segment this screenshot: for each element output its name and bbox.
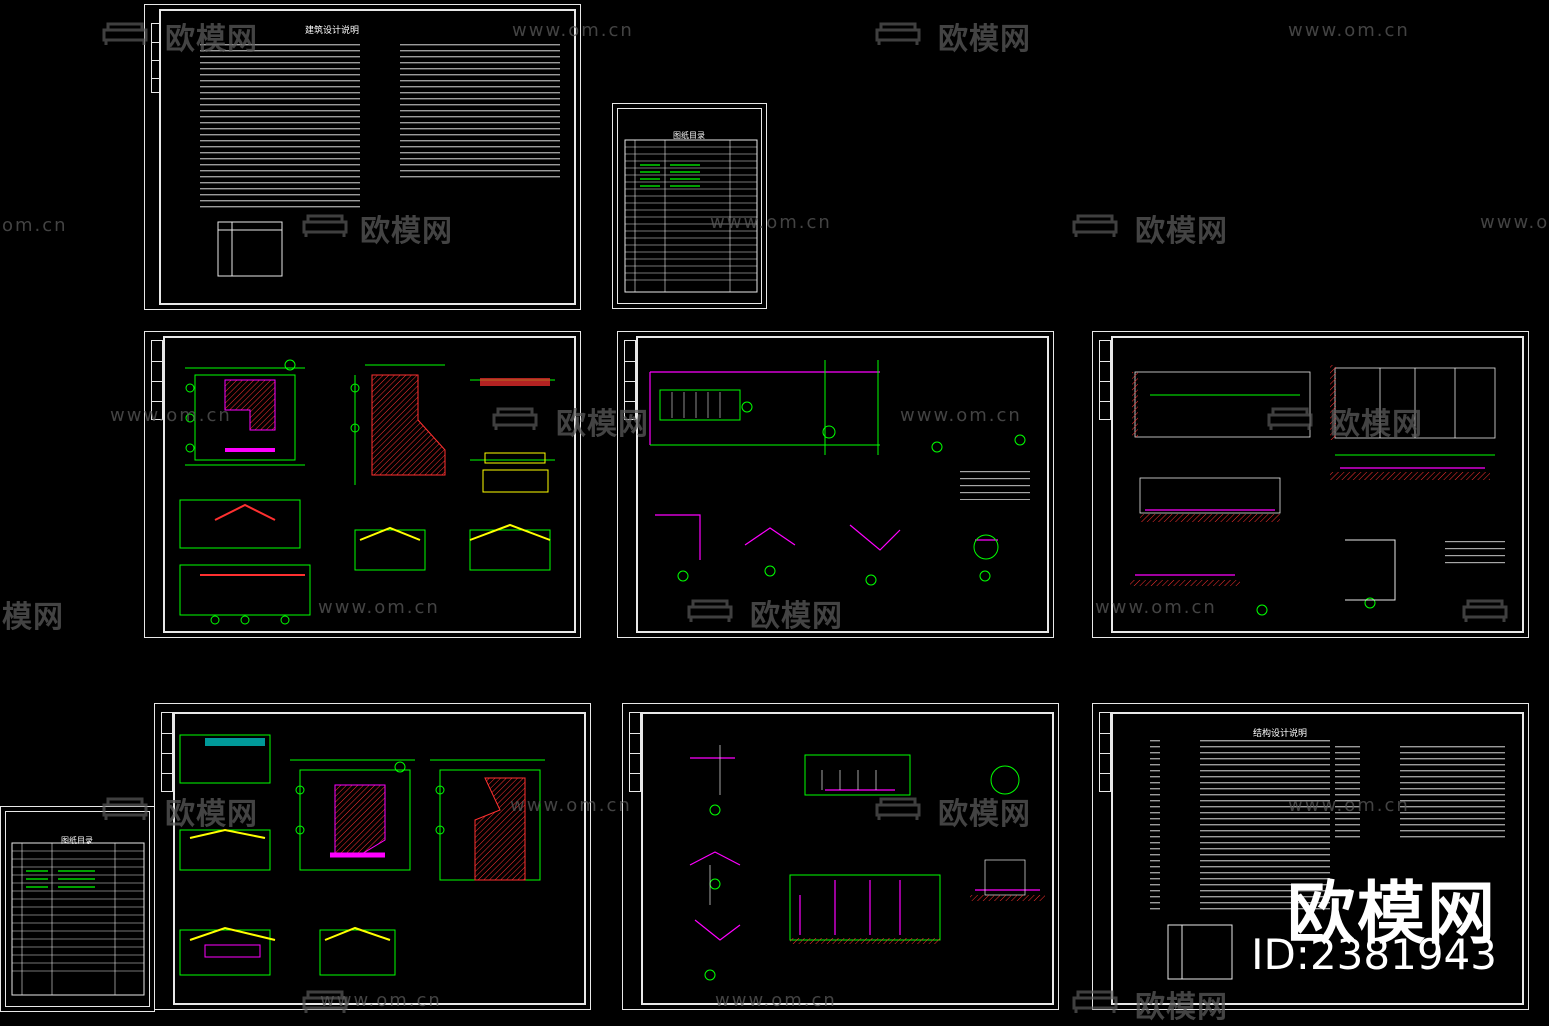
- watermark-url: www.om.cn: [715, 990, 837, 1011]
- sheet-title: 图纸目录: [61, 836, 93, 845]
- watermark-brand: 欧模网: [938, 798, 1031, 831]
- watermark-brand: 欧模网: [165, 798, 258, 831]
- watermark-url: www.om.cn: [320, 990, 442, 1011]
- sheet-structure-notes[interactable]: 结构设计说明: [1092, 703, 1529, 1010]
- sheet-plans-elevations-2[interactable]: [154, 703, 591, 1010]
- sheet-title: 结构设计说明: [1253, 728, 1308, 738]
- plans-elevations-sheet1: [179, 359, 555, 625]
- title-strip: [1099, 712, 1111, 792]
- sheet-details-1[interactable]: [617, 331, 1054, 638]
- sofa-logo-icon: [102, 797, 148, 820]
- watermark-brand: 欧模网: [750, 600, 843, 633]
- watermark-brand: 欧模网: [1330, 408, 1423, 441]
- title-strip: [151, 340, 163, 420]
- sofa-logo-icon: [1072, 214, 1118, 237]
- sofa-logo-icon: [1267, 407, 1313, 430]
- title-strip: [161, 712, 173, 792]
- structure-sheet1: [1130, 365, 1505, 616]
- sheet-plans-elevations-1[interactable]: [144, 331, 581, 638]
- arch-notes-text: [200, 40, 562, 277]
- sheet-inner-frame: [159, 9, 576, 305]
- sheet-architecture-notes[interactable]: 建筑设计说明: [144, 4, 581, 310]
- watermark-brand: 欧模网: [1135, 991, 1228, 1024]
- sheet-title: 图纸目录: [673, 131, 705, 140]
- watermark-url: www.om.cn: [1288, 795, 1410, 816]
- watermark-brand: 欧模网: [556, 408, 649, 441]
- sheet-inner-frame: [636, 336, 1049, 633]
- sofa-logo-icon: [875, 797, 921, 820]
- sofa-logo-icon: [302, 990, 348, 1013]
- watermark-brand: 欧模网: [165, 23, 258, 56]
- watermark-url: www.om.cn: [900, 405, 1022, 426]
- structure-list-table: [11, 842, 145, 996]
- watermark-url: www.om.cn: [110, 405, 232, 426]
- sheet-inner-frame: [173, 712, 586, 1005]
- title-strip: [629, 712, 641, 792]
- drawing-list-table: [624, 139, 758, 293]
- title-strip: [1099, 340, 1111, 420]
- sheet-inner-frame: [5, 811, 150, 1007]
- sofa-logo-icon: [492, 407, 538, 430]
- struct-notes-text: [1150, 740, 1505, 980]
- watermark-url: www.om.cn: [512, 20, 634, 41]
- sofa-logo-icon: [302, 214, 348, 237]
- sofa-logo-icon: [102, 22, 148, 45]
- sofa-logo-icon: [1072, 990, 1118, 1013]
- sheet-drawing-list[interactable]: 图纸目录: [612, 103, 767, 309]
- watermark-url: www.om.cn: [318, 597, 440, 618]
- title-strip: [624, 340, 636, 420]
- sheet-title: 建筑设计说明: [305, 25, 360, 35]
- sheet-inner-frame: [1111, 336, 1524, 633]
- watermark-brand: 模网: [2, 601, 64, 634]
- sofa-logo-icon: [1462, 599, 1508, 622]
- watermark-url: om.cn: [2, 215, 68, 236]
- sheet-structure-1[interactable]: [1092, 331, 1529, 638]
- watermark-brand: 欧模网: [360, 215, 453, 248]
- asset-id-label: ID:2381943: [1251, 930, 1497, 979]
- watermark-url: www.om.cn: [1288, 20, 1410, 41]
- sheet-inner-frame: [163, 336, 576, 633]
- sheet-inner-frame: [617, 108, 762, 304]
- sofa-logo-icon: [687, 599, 733, 622]
- title-strip: [151, 23, 161, 93]
- sheet-structure-list[interactable]: 图纸目录: [0, 806, 155, 1012]
- watermark-url: www.om.cn: [1480, 212, 1549, 233]
- watermark-url: www.om.cn: [1095, 597, 1217, 618]
- sheet-inner-frame: [641, 712, 1054, 1005]
- plans-elevations-sheet2: [179, 734, 545, 976]
- sofa-logo-icon: [875, 22, 921, 45]
- details-sheet1: [649, 360, 1030, 586]
- watermark-url: www.om.cn: [710, 212, 832, 233]
- watermark-brand: 欧模网: [1135, 215, 1228, 248]
- sheet-details-2[interactable]: [622, 703, 1059, 1010]
- details-sheet2: [689, 745, 1045, 981]
- brand-logo-text: 欧模网: [1286, 875, 1497, 954]
- sheet-inner-frame: [1111, 712, 1524, 1005]
- watermark-url: www.om.cn: [510, 795, 632, 816]
- watermark-brand: 欧模网: [938, 23, 1031, 56]
